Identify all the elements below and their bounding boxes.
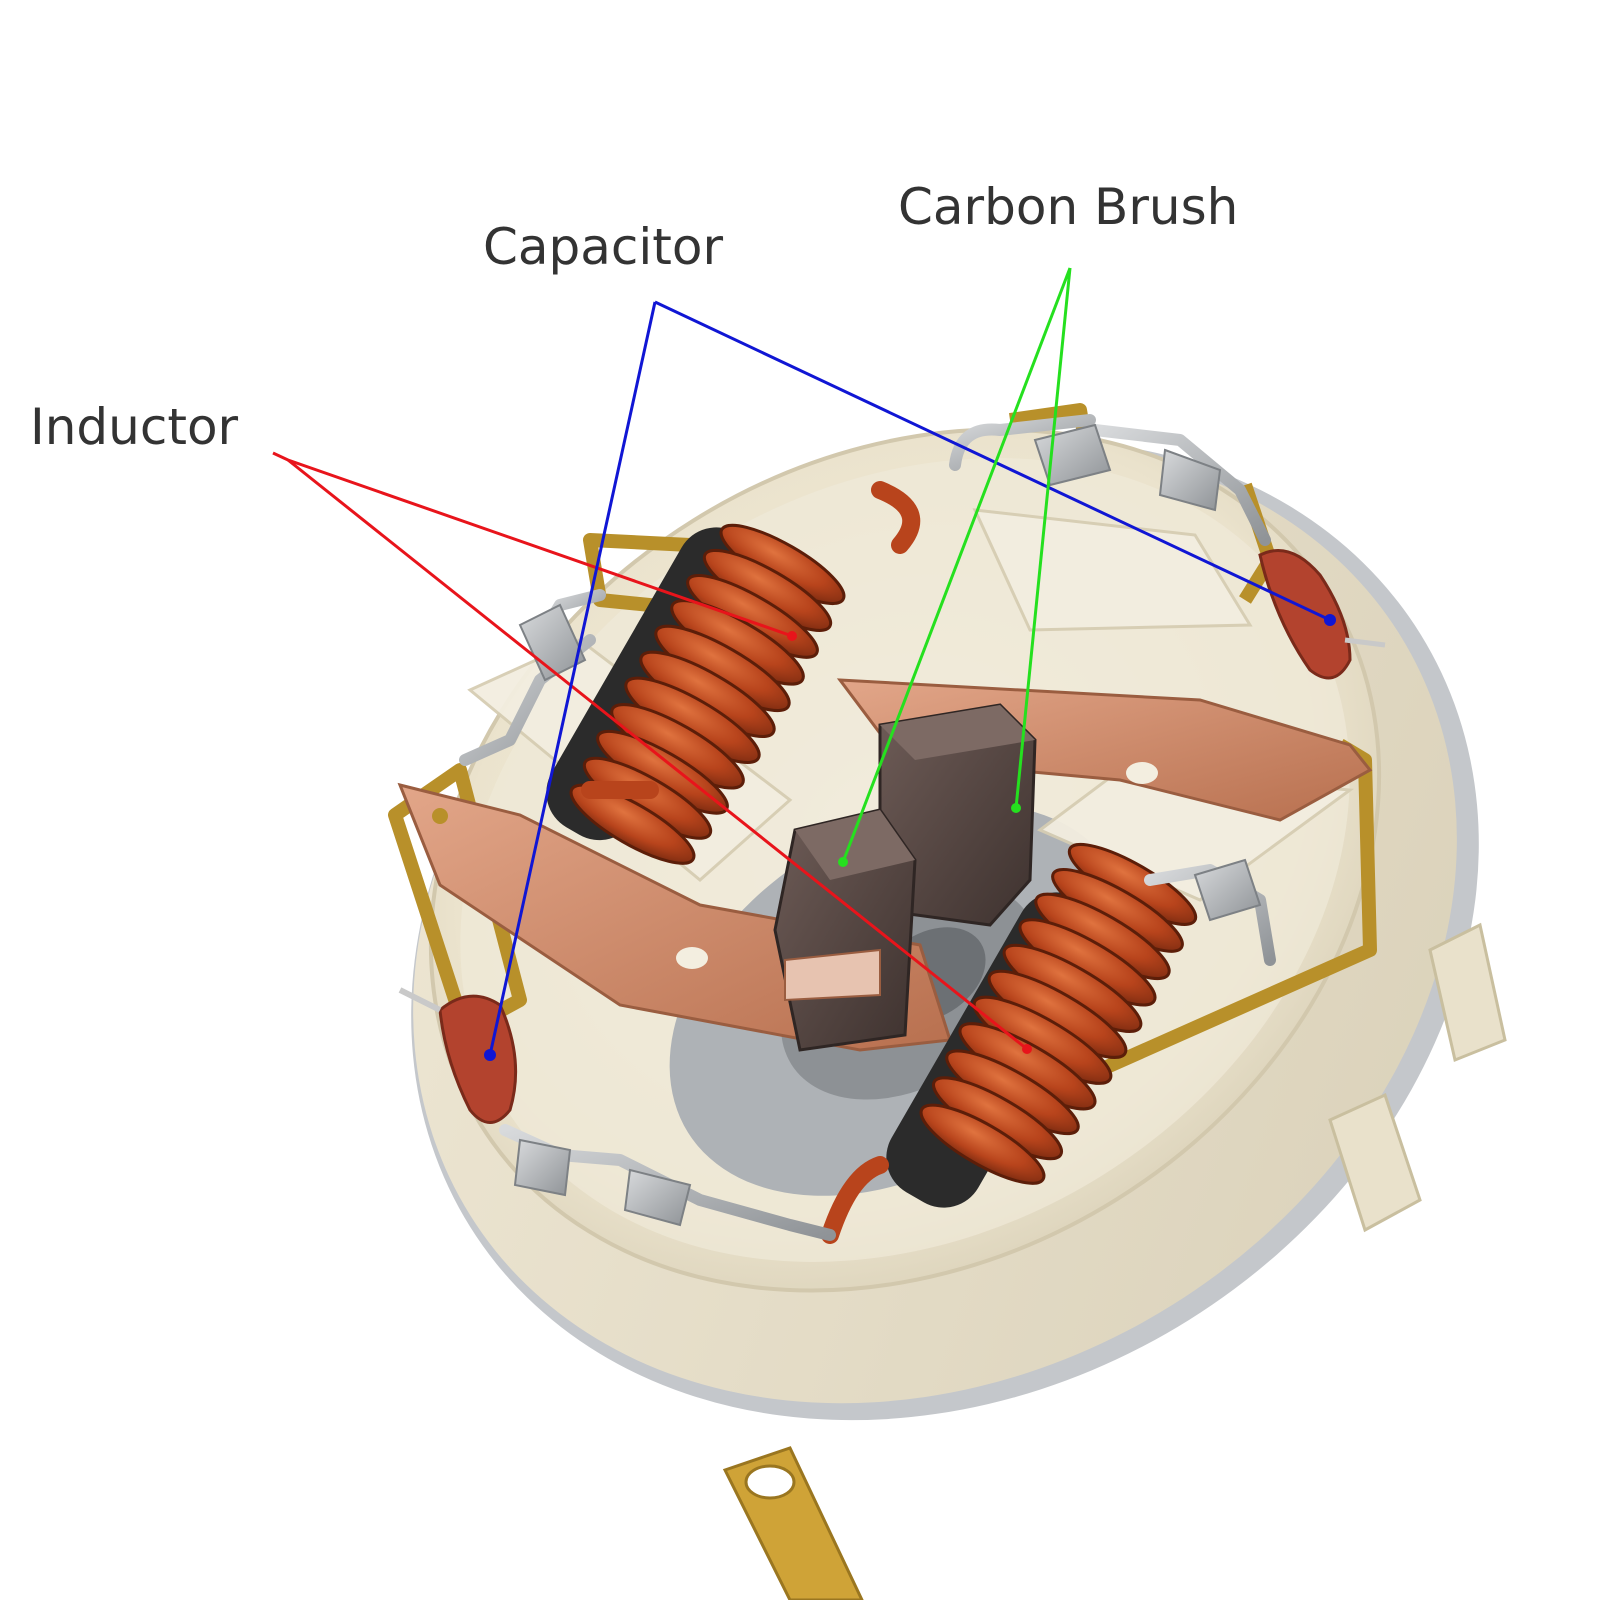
inductor-leaders [272,451,1032,1054]
carbon-brush-leader-2 [1014,267,1072,809]
inductor-marker-1 [787,631,797,641]
inductor-leader-1 [272,451,793,638]
inductor-coil-left [546,481,921,865]
housing-side-clip [1328,922,1507,1233]
carbon-brush-marker-2 [1011,803,1021,813]
capacitor-leader-1 [488,301,657,1056]
capacitor-leader-2 [654,300,1331,622]
carbon-brush-leaders [838,267,1072,867]
carbon-brush-label: Carbon Brush [898,178,1239,236]
capacitor-marker-2 [1324,614,1336,626]
carbon-brush-leader-1 [841,267,1072,863]
capacitor-leaders [484,300,1336,1061]
inductor-marker-2 [1022,1044,1032,1054]
capacitor-label: Capacitor [483,218,724,276]
carbon-brushes [773,703,1037,1052]
carbon-brush-marker-1 [838,857,848,867]
capacitor-right [1258,549,1386,680]
inductor-label: Inductor [30,398,239,456]
metal-crimps [513,423,1262,1227]
inductor-leader-2 [287,458,1028,1051]
inductor-coil-right [821,842,1198,1244]
capacitor-marker-1 [484,1049,496,1061]
brass-terminal-tab [722,1446,864,1600]
